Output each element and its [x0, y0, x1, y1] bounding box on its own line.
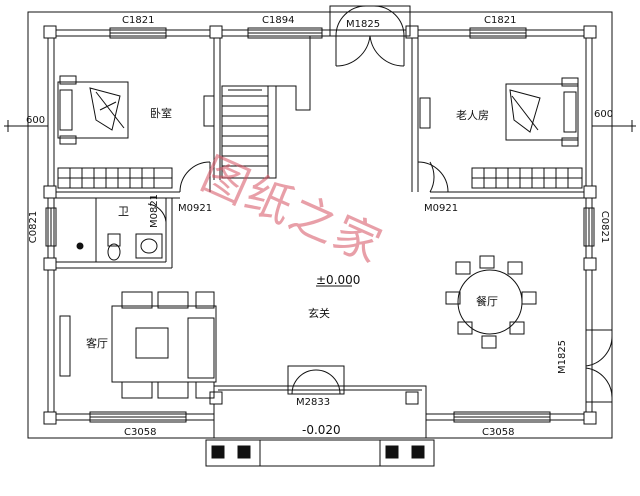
door-main-side [585, 329, 613, 403]
wardrobe-right [471, 167, 583, 189]
door-label-bedroom: M0921 [178, 203, 213, 214]
window-label-bottom-right: C3058 [482, 427, 515, 438]
bed-right [505, 77, 579, 147]
bathroom-fixtures [76, 233, 163, 261]
windows-bottom [89, 411, 551, 423]
window-label-top-right: C1821 [484, 15, 517, 26]
wardrobe-left [57, 167, 173, 189]
room-label-dining-room: 餐厅 [476, 295, 498, 308]
bed-left [57, 75, 129, 145]
window-label-left-side: C0821 [28, 210, 40, 244]
door-label-main-side: M1825 [557, 339, 569, 375]
windows-side [45, 207, 595, 247]
room-label-living-room: 客厅 [86, 337, 108, 350]
bedroom-doors [147, 161, 449, 223]
door-label-bathroom: M0821 [149, 193, 161, 229]
door-label-front-entry: M2833 [296, 397, 331, 408]
door-main-top [329, 5, 411, 67]
exterior-walls [47, 29, 593, 421]
level-label-floor: ±0.000 [316, 273, 361, 287]
sofa-set [111, 291, 217, 399]
door-label-main-top: M1825 [346, 19, 381, 30]
window-label-top-left: C1821 [122, 15, 155, 26]
door-label-elder-room: M0921 [424, 203, 459, 214]
planters [211, 445, 425, 459]
room-label-foyer: 玄关 [308, 307, 330, 320]
dimension-label-left: 600 [26, 115, 46, 126]
door-front [287, 365, 345, 395]
dimension-label-right: 600 [594, 109, 614, 120]
windows-top [109, 27, 527, 39]
tv-stand-bedroom-right [419, 97, 431, 129]
tv-cabinet-left [59, 315, 71, 377]
room-label-bedroom: 卧室 [150, 107, 172, 120]
room-label-elder-room: 老人房 [456, 109, 489, 122]
dimension-marks [4, 120, 636, 439]
window-label-right-side: C0821 [599, 210, 611, 244]
columns [43, 25, 597, 425]
staircase [221, 36, 311, 179]
window-label-top-mid: C1894 [262, 15, 295, 26]
level-label-porch: -0.020 [302, 423, 341, 437]
room-label-bathroom: 卫 [118, 205, 129, 218]
tv-stand-bedroom-left [203, 95, 215, 127]
dining-set [445, 255, 537, 349]
window-label-bottom-left: C3058 [124, 427, 157, 438]
